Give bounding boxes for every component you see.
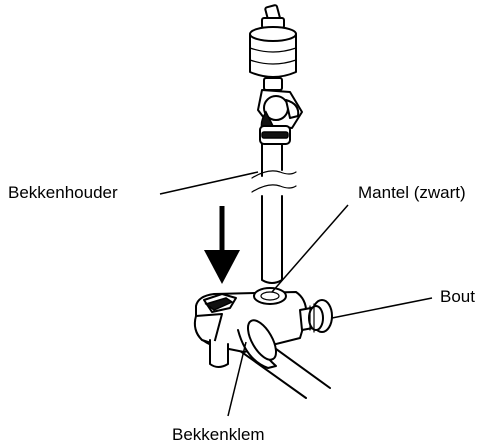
cymbal-clamp (193, 287, 333, 399)
label-sleeve: Mantel (zwart) (358, 183, 466, 202)
holder-leader (159, 171, 259, 195)
sleeve-leader (271, 204, 349, 293)
clamp-wing-nut (203, 293, 237, 313)
top-wing-nut (261, 4, 285, 29)
bolt-leader (331, 297, 433, 319)
clamp-bolt (299, 299, 333, 333)
clamp-leader (227, 341, 247, 417)
sleeve-hole (253, 287, 287, 305)
label-cymbal-holder: Bekkenhouder (8, 183, 118, 202)
label-bolt: Bout (440, 287, 475, 306)
cymbal-holder (249, 4, 303, 284)
cymbal-cup (249, 26, 297, 91)
holder-rod (251, 143, 297, 284)
insert-arrow (204, 206, 240, 284)
tilter-joint (257, 89, 303, 145)
label-cymbal-clamp: Bekkenklem (172, 425, 265, 444)
